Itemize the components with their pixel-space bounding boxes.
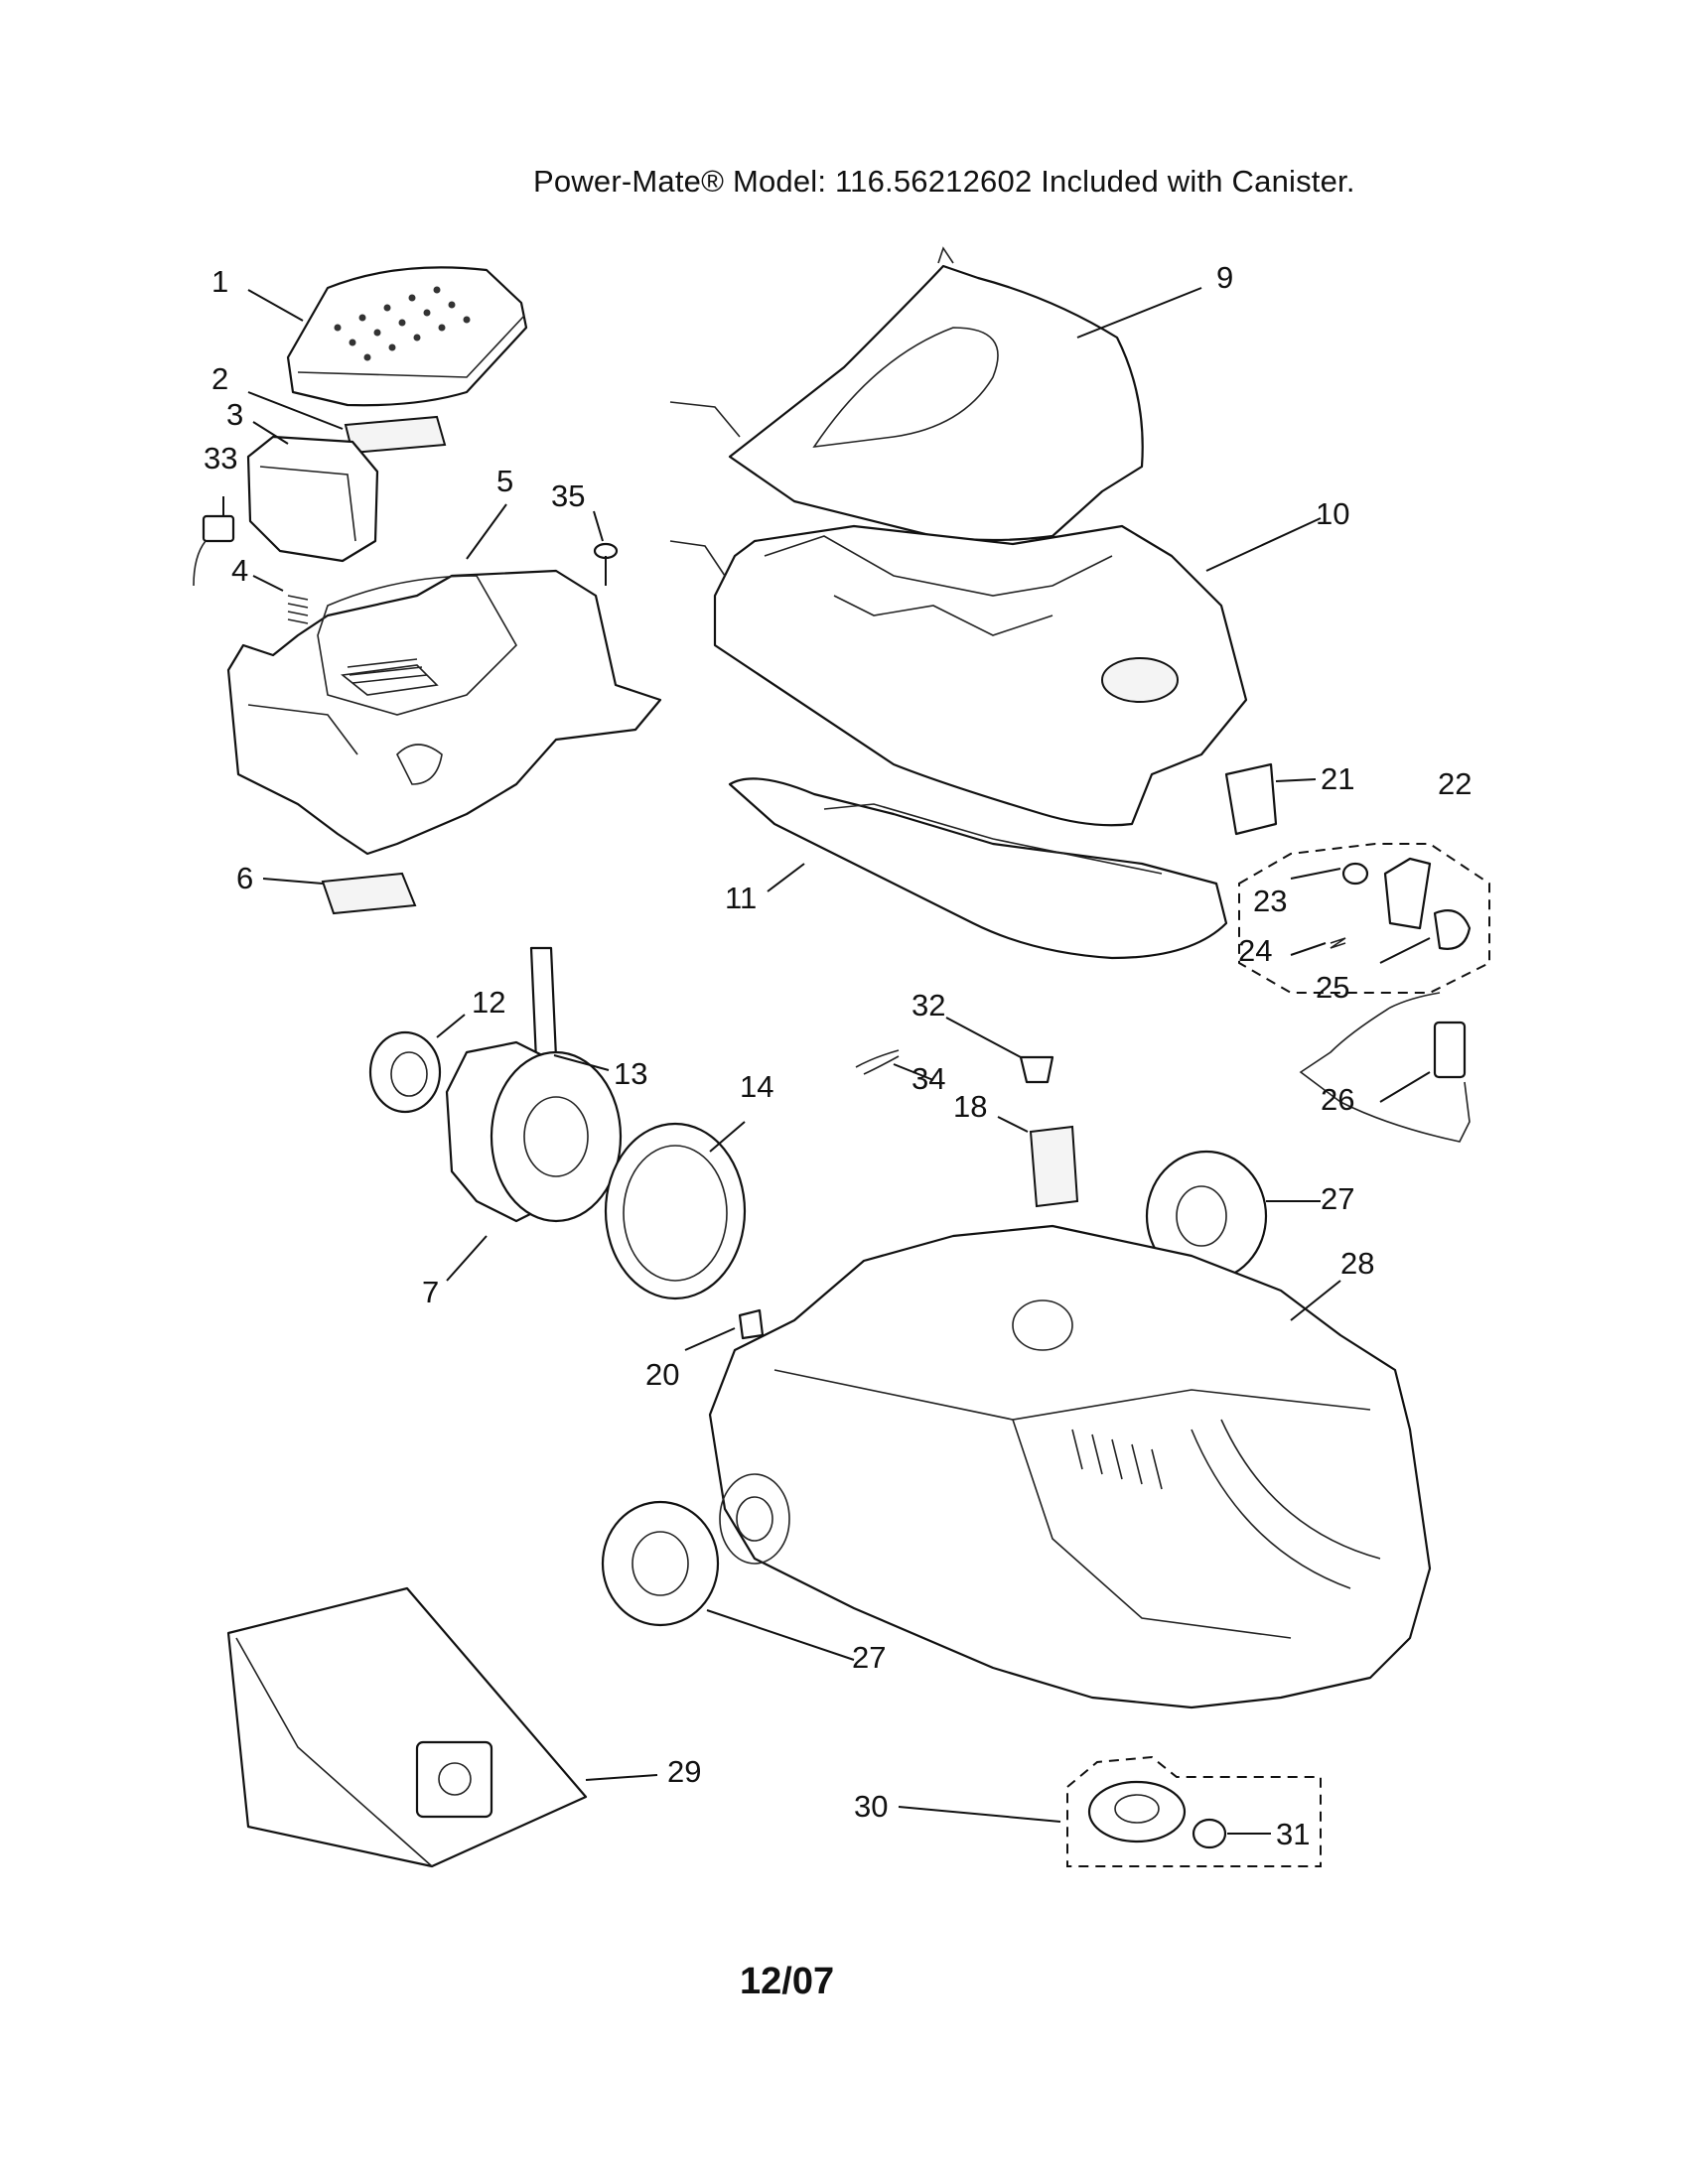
part-26-power-cord (1299, 992, 1471, 1143)
label-part-12: 12 (472, 985, 505, 1020)
leader-lines (222, 287, 1431, 1835)
revision-date: 12/07 (740, 1961, 835, 2002)
label-part-29: 29 (667, 1754, 701, 1789)
label-part-7: 7 (422, 1275, 439, 1309)
label-part-24: 24 (1238, 933, 1272, 968)
label-part-2: 2 (211, 361, 228, 396)
part-6-filter-pad (321, 872, 417, 915)
label-part-10: 10 (1316, 496, 1349, 531)
part-1-filter-cover (286, 266, 528, 407)
label-part-11: 11 (725, 881, 757, 915)
part-4-spring (287, 595, 309, 624)
part-3-filter-frame (246, 435, 379, 563)
part-9-top-cover (669, 246, 1144, 542)
label-part-35: 35 (551, 478, 585, 513)
label-part-9: 9 (1216, 260, 1233, 295)
part-34-wire (855, 1049, 900, 1075)
part-5-rear-housing (226, 569, 662, 856)
part-35-screw (593, 542, 619, 586)
part-33-switch (193, 514, 235, 587)
label-part-34: 34 (912, 1061, 945, 1096)
label-part-28: 28 (1340, 1246, 1374, 1281)
part-12-motor-mount (368, 1030, 442, 1114)
part-22-assembly (1238, 843, 1490, 994)
part-13-gasket-strip (529, 946, 558, 1062)
part-28-base-housing (708, 1224, 1432, 1709)
part-14-gasket-ring (604, 1122, 747, 1300)
label-part-31: 31 (1276, 1817, 1310, 1851)
label-part-20: 20 (645, 1357, 679, 1392)
label-part-25: 25 (1316, 970, 1349, 1005)
label-part-13: 13 (614, 1056, 647, 1091)
part-20-clip (738, 1308, 765, 1340)
label-part-33: 33 (204, 441, 237, 476)
label-part-32: 32 (912, 988, 945, 1023)
part-10-mid-housing (669, 524, 1248, 827)
part-30-31-assembly (1066, 1755, 1322, 1867)
part-2-filter-pad (344, 415, 447, 455)
part-27-wheel-upper (1145, 1150, 1268, 1283)
label-part-30: 30 (854, 1789, 888, 1824)
part-7-motor (445, 1040, 623, 1223)
part-11-bumper (728, 777, 1228, 960)
part-32-cap (1019, 1055, 1054, 1084)
label-part-14: 14 (740, 1069, 773, 1104)
label-part-6: 6 (236, 861, 253, 895)
part-29-dust-bag (226, 1586, 588, 1868)
model-header: Power-Mate® Model: 116.56212602 Included… (533, 164, 1355, 199)
label-part-3: 3 (226, 397, 243, 432)
label-part-1: 1 (211, 264, 228, 299)
label-part-21: 21 (1321, 761, 1354, 796)
label-part-4: 4 (231, 553, 248, 588)
label-part-22: 22 (1438, 766, 1472, 801)
label-part-27-upper: 27 (1321, 1181, 1354, 1216)
part-27-wheel-lower (601, 1500, 720, 1627)
label-part-5: 5 (496, 464, 513, 498)
label-part-23: 23 (1253, 884, 1287, 918)
label-part-27-lower: 27 (852, 1640, 886, 1675)
label-part-18: 18 (953, 1089, 987, 1124)
label-part-26: 26 (1321, 1082, 1354, 1117)
part-18-filter (1029, 1125, 1079, 1208)
part-21-latch (1224, 762, 1278, 836)
